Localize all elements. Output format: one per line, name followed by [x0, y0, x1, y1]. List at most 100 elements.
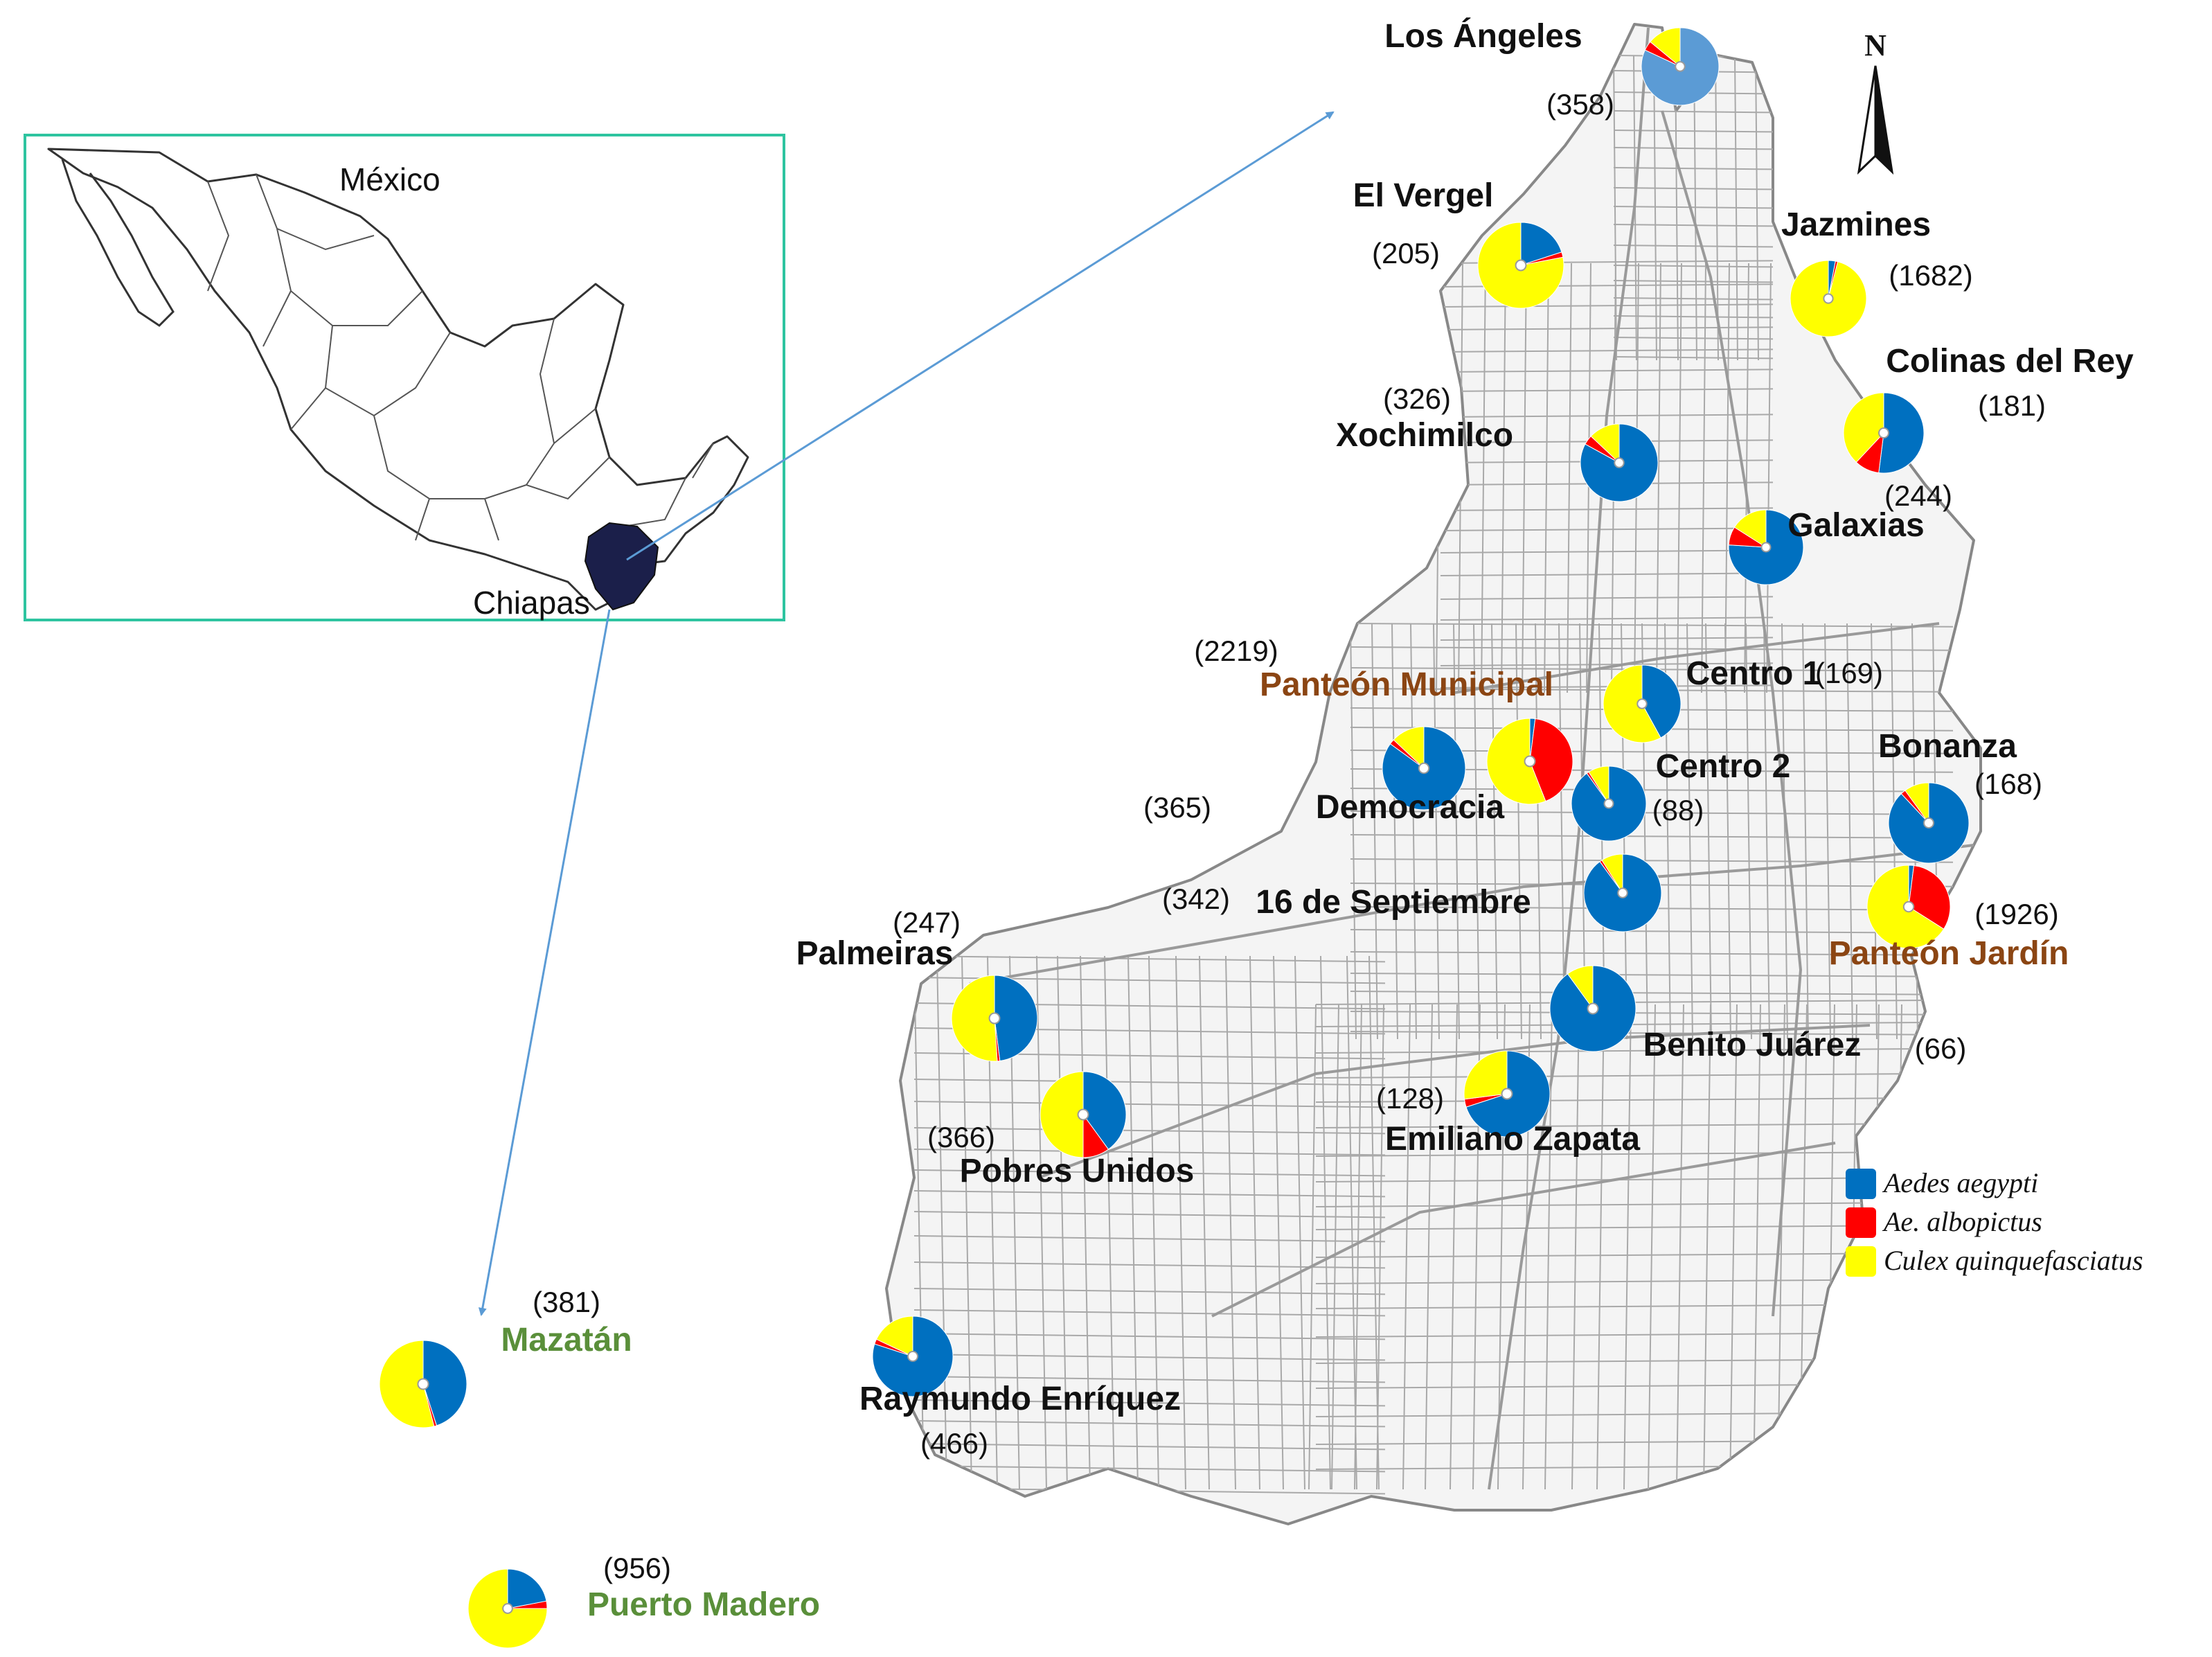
pie-puerto-madero	[467, 1568, 548, 1649]
legend-swatch	[1846, 1207, 1876, 1238]
legend-swatch	[1846, 1169, 1876, 1199]
site-count-label: (381)	[533, 1286, 600, 1318]
legend-item: Ae. albopictus	[1846, 1206, 2042, 1238]
pie-center	[988, 1012, 1001, 1025]
site-count-label: (181)	[1978, 389, 2046, 422]
site-count-label: (88)	[1652, 794, 1704, 826]
site-el-vergel: El Vergel (205)	[1353, 177, 1564, 309]
pie-center	[1501, 1088, 1513, 1100]
pie-center	[1077, 1108, 1089, 1121]
north-arrow-icon: N	[1857, 28, 1894, 175]
legend-swatch	[1846, 1246, 1876, 1277]
site-name-label: El Vergel	[1353, 177, 1494, 214]
pie-panteon-municipal	[1486, 718, 1573, 805]
inset-state-label: Chiapas	[473, 585, 590, 621]
site-name-label: Puerto Madero	[587, 1586, 820, 1623]
site-bonanza: Bonanza(168)	[1878, 728, 2042, 864]
arrow-to-city	[626, 111, 1335, 561]
site-palmeiras: Palmeiras(247)	[796, 906, 1038, 1062]
pie-el-vergel	[1477, 222, 1564, 309]
pie-center	[1587, 1002, 1599, 1015]
pie-slice-culex-quinquefasciatus	[1588, 765, 1609, 805]
site-jazmines: Jazmines(1682)	[1781, 206, 1973, 337]
site-count-label: (956)	[603, 1552, 671, 1584]
site-count-label: (358)	[1546, 88, 1614, 121]
pie-los-angeles	[1641, 27, 1720, 106]
pie-center	[1418, 762, 1430, 774]
site-name-label: Los Ángeles	[1384, 17, 1582, 55]
site-name-label: 16 de Septiembre	[1256, 884, 1531, 921]
pie-16-de-septiembre	[1583, 853, 1662, 932]
pie-slice-culex-quinquefasciatus	[1393, 726, 1425, 770]
pie-centro-2	[1571, 765, 1647, 842]
pie-center	[502, 1603, 513, 1614]
site-name-label: Palmeiras	[796, 935, 954, 972]
site-benito-juarez: Benito Juárez(66)	[1549, 965, 1967, 1065]
pie-raymundo-enriquez	[872, 1315, 954, 1397]
pie-slice-culex-quinquefasciatus	[1603, 664, 1661, 743]
site-count-label: (466)	[920, 1427, 988, 1460]
pie-benito-juarez	[1549, 965, 1636, 1052]
legend-label: Aedes aegypti	[1882, 1167, 2038, 1198]
site-name-label: Democracia	[1316, 789, 1504, 826]
site-count-label: (128)	[1376, 1082, 1444, 1115]
site-colinas-del-rey: Colinas del Rey(181)	[1843, 343, 2134, 474]
site-count-label: (169)	[1815, 657, 1883, 689]
site-count-label: (247)	[893, 906, 961, 939]
site-centro-1: Centro 1(169)	[1603, 655, 1883, 743]
pie-center	[1823, 293, 1834, 304]
legend-item: Aedes aegypti	[1846, 1167, 2038, 1199]
mexico-outline	[47, 148, 749, 611]
pie-center	[1617, 887, 1628, 898]
pie-slice-aedes-aegypti	[1082, 1071, 1127, 1150]
pie-bonanza	[1888, 782, 1970, 864]
pie-slice-culex-quinquefasciatus	[1567, 965, 1594, 1010]
legend-item: Culex quinquefasciatus	[1846, 1245, 2143, 1277]
site-emiliano-zapata: Emiliano Zapata (128)	[1376, 1050, 1640, 1158]
pie-center	[1878, 427, 1889, 438]
site-name-label: Galaxias	[1787, 507, 1924, 544]
pie-slice-culex-quinquefasciatus	[1733, 509, 1767, 548]
pie-slice-aedes-aegypti	[1382, 726, 1466, 810]
pie-centro-1	[1603, 664, 1682, 743]
site-puerto-madero: Puerto Madero(956)	[467, 1552, 820, 1649]
pie-pobres-unidos	[1040, 1071, 1127, 1158]
pie-slice-aedes-aegypti	[1520, 222, 1562, 266]
site-name-label: Panteón Jardín	[1829, 935, 2069, 972]
pie-panteon-jardin	[1866, 865, 1951, 949]
pie-slice-culex-quinquefasciatus	[1601, 853, 1623, 894]
pie-center	[1923, 817, 1934, 828]
arrow-to-coast	[478, 609, 611, 1316]
site-count-label: (2219)	[1194, 635, 1278, 667]
site-los-angeles: Los Ángeles (358)	[1384, 17, 1720, 121]
site-centro-2: Centro 2(88)	[1571, 748, 1790, 842]
legend-label: Culex quinquefasciatus	[1884, 1245, 2143, 1276]
site-count-label: (66)	[1915, 1032, 1967, 1065]
site-count-label: (366)	[927, 1121, 995, 1153]
pie-slice-aedes-aegypti	[422, 1340, 467, 1426]
site-name-label: Xochimilco	[1336, 417, 1513, 454]
site-name-label: Emiliano Zapata	[1385, 1121, 1640, 1158]
site-xochimilco: Xochimilco(326)	[1336, 382, 1659, 502]
pie-emiliano-zapata	[1463, 1050, 1551, 1137]
pie-slice-culex-quinquefasciatus	[1040, 1071, 1084, 1158]
site-democracia: Democracia(365)	[1143, 726, 1504, 826]
pie-slice-ae-albopictus	[1529, 718, 1573, 802]
site-name-label: Jazmines	[1781, 206, 1931, 243]
site-name-label: Mazatán	[501, 1322, 632, 1358]
site-count-label: (1926)	[1974, 898, 2058, 930]
site-count-label: (205)	[1372, 237, 1440, 269]
pie-jazmines	[1790, 260, 1867, 337]
north-label: N	[1864, 28, 1887, 62]
site-mazatan: Mazatán (381)	[379, 1286, 632, 1428]
site-name-label: Panteón Municipal	[1260, 666, 1553, 703]
pie-colinas-del-rey	[1843, 392, 1925, 474]
pie-center	[1603, 798, 1614, 809]
site-16-de-septiembre: 16 de Septiembre(342)	[1162, 853, 1662, 932]
site-name-label: Raymundo Enríquez	[859, 1381, 1181, 1417]
pie-center	[1675, 61, 1686, 72]
pie-slice-aedes-aegypti	[507, 1568, 547, 1609]
pie-slice-aedes-aegypti	[872, 1315, 954, 1397]
